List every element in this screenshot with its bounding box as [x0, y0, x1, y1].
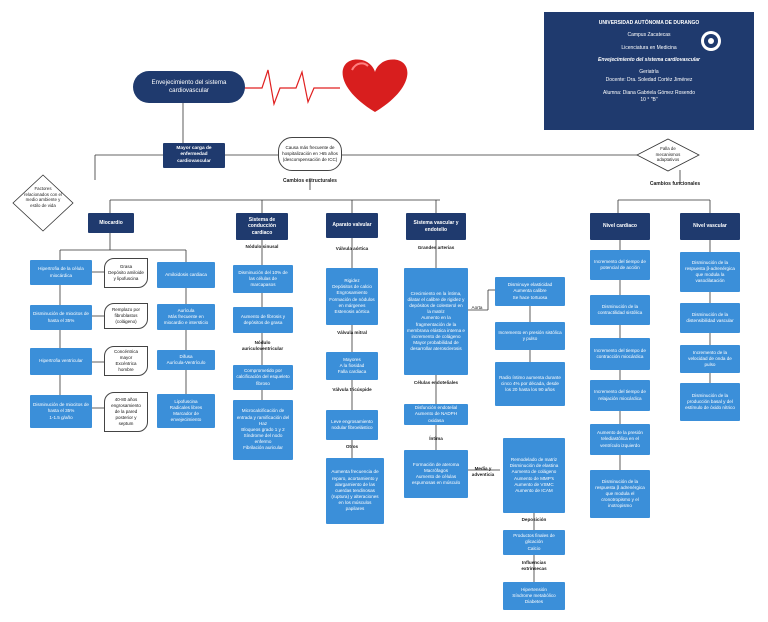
deposicion-label: Deposición	[521, 517, 547, 522]
grandes-box: Crecimiento en la íntima, dilatar el cal…	[404, 268, 468, 375]
influencias-label: Influencias extrínsecas	[521, 560, 547, 571]
campus: Campus Zacatecas	[627, 32, 671, 39]
mitral-label: Válvula mitral	[337, 330, 367, 335]
info-panel: UNIVERSIDAD AUTÓNOMA DE DURANGO Campus Z…	[544, 12, 754, 130]
miocardio-hypertrophy-cell: Hipertrofia de la célula miocárdica	[30, 260, 92, 285]
cardiaco-item-2: Disminución de la contractilidad sistóli…	[590, 295, 650, 325]
reserve-label: Falla de mecanismos adaptativos	[655, 146, 681, 162]
calcificacion-box: Comprometido por calcificación del esque…	[233, 365, 293, 390]
auricula-box: Aurícula Más frecuente en miocardio e in…	[157, 304, 215, 330]
vascular-item-2: Disminución de la distensibilidad vascul…	[680, 303, 740, 333]
nivel-vascular-header: Nivel vascular	[680, 213, 740, 240]
semester: 10 ° "B"	[640, 96, 658, 103]
cardiaco-item-1: Incremento del tiempo de potencial de ac…	[590, 250, 650, 280]
intima-label: Íntima	[429, 436, 443, 441]
heart-icon	[342, 59, 408, 112]
topic: Envejecimiento del sistema cardiovascula…	[598, 56, 700, 63]
factors-diamond: Factores relacionados con el medio ambie…	[12, 174, 74, 232]
aortica-box: Rigidez Depósitos de calcio Engrosamient…	[326, 268, 378, 325]
page-title: Envejecimiento del sistema cardiovascula…	[133, 71, 245, 103]
nodo-sinusal-label: Nódulo sinusal	[245, 244, 279, 249]
celulas-box: Disfunción endotelial Aumento de NADPH o…	[404, 404, 468, 425]
cardiaco-item-5: Aumento de la presión telediastólica en …	[590, 424, 650, 455]
cause-box: Causa más frecuente de hospitalización e…	[278, 137, 342, 171]
intima-box: Formación de ateroma Macrófagos Aumento …	[404, 450, 468, 498]
factors-label: Factores relacionados con el medio ambie…	[24, 186, 62, 208]
radio-box: Radio íntimo aumenta durante cinco 4% po…	[495, 362, 565, 406]
fibrosis-box: Aumento de fibrosis y depósitos de grasa	[233, 307, 293, 333]
cardiaco-item-6: Disminución de la respuesta β adrenérgic…	[590, 470, 650, 518]
media-box: Remodelado de matriz Disminución de elas…	[503, 438, 565, 513]
risk-box: Mayor carga de enfermedad cardiovascular	[163, 143, 225, 168]
sinusal-box: Disminución del 10% de las células de ma…	[233, 265, 293, 293]
tricuspide-box: Leve engrosamiento nodular fibroelástico	[326, 410, 378, 440]
mitral-box: Mayores A la fiosidad Falla cardiaca	[326, 352, 378, 380]
cardiaco-item-3: Incremento del tiempo de contracción mio…	[590, 338, 650, 370]
university-name: UNIVERSIDAD AUTÓNOMA DE DURANGO	[598, 20, 700, 26]
deposicion-box: Productos finales de glicación Calcio	[503, 530, 565, 555]
vascular-item-4: Disminución de la producción basal y del…	[680, 383, 740, 421]
vascular-item-1: Disminución de la respuesta β-adrenérgic…	[680, 252, 740, 292]
valvular-header: Aparato valvular	[326, 213, 378, 238]
teacher: Docente: Dra. Soledad Cortéz Jiménez	[605, 77, 693, 84]
degree: Licenciatura en Medicina	[621, 44, 677, 51]
miocardio-hypertrophy-ventricular: Hipertrofia ventricular	[30, 348, 92, 375]
miocardio-decrease-1: Disminución de miocitos de hasta el 35%	[30, 305, 92, 330]
miocardio-thickening-box: 40-80 años engrosamiento de la pared pos…	[104, 392, 148, 432]
presion-box: Incremento en presión sistólica y pulso	[495, 322, 565, 350]
cardiaco-item-4: Incremento del tiempo de relajación mioc…	[590, 380, 650, 411]
nivel-cardiaco-header: Nivel cardiaco	[590, 213, 650, 240]
tricuspide-label: Válvula tricúspide	[332, 387, 372, 392]
miocardio-fat-box: Grasa Depósito amiloide y lipofuscina	[104, 258, 148, 288]
miocardio-decrease-2: Disminución de miocitos de hasta el 35% …	[30, 395, 92, 428]
university-seal-icon	[701, 31, 721, 51]
otros-label: Otros	[345, 444, 359, 449]
vascular-item-3: Incremento de la velocidad de onda de pu…	[680, 345, 740, 373]
aorta-label: Aorta	[471, 305, 483, 310]
aorta-box: Disminuye elasticidad Aumenta calibre Se…	[495, 277, 565, 306]
difusa-box: Difusa Aurícula-Ventrículo	[157, 350, 215, 370]
bloqueos-box: Microcalcificación de entrada y ramifica…	[233, 400, 293, 460]
subject: Geriatría	[639, 69, 659, 75]
student: Alumna: Diana Gabriela Gómez Rosendo	[603, 89, 695, 96]
heartbeat-line	[240, 69, 340, 107]
grandes-label: Grandes arterias	[417, 245, 455, 250]
influencias-box: Hipertensión Síndrome metabólico Diabete…	[503, 582, 565, 610]
aortica-label: Válvula aórtica	[335, 246, 369, 251]
miocardio-header: Miocardio	[88, 213, 134, 233]
otros-box: Aumenta frecuencia de reparo, acortamien…	[326, 458, 384, 524]
reserve-diamond: Falla de mecanismos adaptativos	[636, 138, 700, 172]
nodo-av-label: Nódulo auriculoventricular	[241, 340, 284, 351]
conduccion-header: Sistema de conducción cardiaco	[236, 213, 288, 240]
media-label: Media y adventicia	[471, 466, 495, 477]
functional-label: Cambios funcionales	[649, 181, 701, 187]
miocardio-concentric-box: Concéntrica mayor Excéntrica hombre	[104, 346, 148, 376]
amiloidosis-box: Amiloidosis cardiaca	[157, 262, 215, 288]
miocardio-replacement-box: Remplazo por fibroblastos (colágeno)	[104, 303, 148, 329]
structural-label: Cambios estructurales	[283, 178, 337, 184]
celulas-label: Células endoteliales	[413, 380, 459, 385]
lipofuscina-box: Lipofuscina Radicales libres Marcador de…	[157, 394, 215, 428]
vascular-header: Sistema vascular y endotelio	[406, 213, 466, 240]
